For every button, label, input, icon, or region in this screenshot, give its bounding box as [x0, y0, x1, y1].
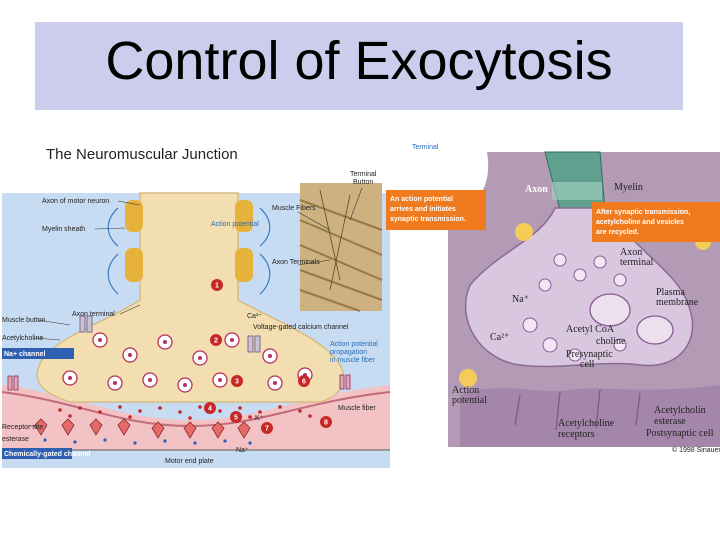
synapse-diagram: An action potential arrives and initiate… — [386, 144, 720, 454]
neuromuscular-junction-figure: The Neuromuscular Junction — [2, 146, 390, 468]
muscle-micrograph — [300, 183, 382, 311]
step-8-label: 8 — [324, 420, 328, 427]
label-axon: Axon — [525, 184, 548, 195]
label-ach-receptors-2: receptors — [558, 429, 595, 440]
label-terminal: Terminal — [412, 144, 439, 151]
myelin-segment — [125, 248, 143, 282]
synapse-large-vesicle — [590, 294, 630, 326]
label-acetylcholine: Acetylcholine — [2, 335, 43, 342]
nmj-figure-title: The Neuromuscular Junction — [46, 146, 238, 163]
label-motor-end-plate: Motor end plate — [165, 458, 214, 465]
label-muscle-fiber: Muscle fiber — [338, 405, 376, 412]
label-acetylcholinesterase: Acetylcholin — [654, 405, 706, 416]
label-axon-terminals: Axon Terminals — [272, 259, 320, 266]
label-esterase-2: esterase — [654, 416, 686, 427]
step-7-label: 7 — [265, 426, 269, 433]
step-3-label: 3 — [235, 379, 239, 386]
label-muscle-button: Muscle button — [2, 317, 46, 324]
callout-text-3: synaptic transmission. — [390, 216, 466, 223]
callout-recycle-text-3: are recycled. — [596, 229, 639, 236]
label-k: K⁺ — [255, 415, 264, 422]
synapse-recycling-vesicle — [637, 316, 673, 344]
callout-text-1: An action potential — [390, 196, 453, 203]
label-membrane: membrane — [656, 297, 699, 308]
label-copyright: © 1998 Sinauer — [672, 446, 720, 454]
label-postsynaptic-cell: Postsynaptic cell — [646, 428, 714, 439]
label-ap-propagation-3: in muscle fiber — [330, 357, 376, 364]
step-5-label: 5 — [234, 415, 238, 422]
label-presynaptic-cell: cell — [580, 359, 595, 370]
label-choline: choline — [596, 336, 626, 347]
step-2-label: 2 — [214, 338, 218, 345]
label-synapse-na: Na⁺ — [512, 294, 529, 305]
label-terminal-button-2: Button — [353, 179, 373, 186]
step-4-label: 4 — [208, 406, 212, 413]
label-myelin-sheath: Myelin sheath — [42, 226, 85, 233]
label-ap-propagation-2: propagation — [330, 349, 367, 356]
label-axon-motor-neuron: Axon of motor neuron — [42, 198, 109, 205]
label-ca: Ca²⁺ — [247, 313, 262, 320]
label-na: Na⁺ — [236, 447, 249, 454]
label-chem-gated-channel: Chemically-gated channel — [4, 451, 90, 458]
label-synapse-ca: Ca²⁺ — [490, 332, 509, 343]
label-muscle-fibers: Muscle Fibers — [272, 205, 316, 212]
label-synapse-terminal: terminal — [620, 257, 654, 268]
label-axon-terminal: Axon terminal — [72, 311, 115, 318]
callout-recycle-text-1: After synaptic transmission, — [596, 209, 690, 216]
step-1-label: 1 — [215, 283, 219, 290]
action-potential-glow — [515, 223, 533, 241]
label-esterase: esterase — [2, 436, 29, 443]
label-action-potential: Action potential — [211, 221, 259, 228]
myelin-segment — [235, 248, 253, 282]
myelin-segment — [125, 200, 143, 232]
label-ach-receptors: Acetylcholine — [558, 418, 615, 429]
callout-recycle-text-2: acetylcholine and vesicles — [596, 219, 684, 226]
label-receptor-site: Receptor site — [2, 424, 43, 431]
synapse-myelin-highlight — [552, 182, 602, 200]
label-acetyl-coa: Acetyl CoA — [566, 324, 615, 335]
label-terminal-button: Terminal — [350, 171, 377, 178]
step-6-label: 6 — [302, 379, 306, 386]
label-synapse-potential: potential — [452, 395, 487, 406]
label-voltage-gated-calcium: Voltage-gated calcium channel — [253, 324, 349, 331]
label-na-channel: Na+ channel — [4, 351, 45, 358]
callout-text-2: arrives and initiates — [390, 206, 456, 213]
label-myelin: Myelin — [614, 182, 643, 193]
label-ap-propagation: Action potential — [330, 341, 378, 348]
